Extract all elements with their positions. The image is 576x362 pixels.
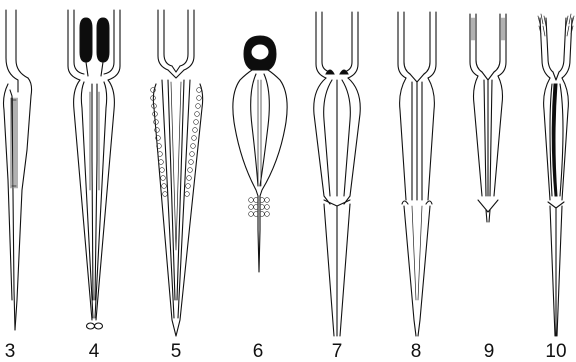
- panel-8-drawing: [398, 12, 436, 336]
- panel-10-drawing: [538, 14, 574, 336]
- panel-label-4: 4: [89, 341, 100, 362]
- panel-3-drawing: [4, 10, 32, 330]
- panel-label-6: 6: [253, 341, 264, 362]
- panel-4-drawing: [68, 10, 120, 329]
- panel-9-drawing: [470, 14, 506, 222]
- panel-label-3: 3: [5, 341, 16, 362]
- panel-label-8: 8: [411, 341, 422, 362]
- panel-5-drawing: [151, 10, 203, 336]
- panel-label-5: 5: [171, 341, 182, 362]
- panel-label-9: 9: [484, 341, 495, 362]
- panel-6-drawing: [233, 36, 287, 272]
- panel-7-drawing: [314, 12, 361, 336]
- panel-label-7: 7: [332, 341, 343, 362]
- panel-label-10: 10: [545, 341, 566, 362]
